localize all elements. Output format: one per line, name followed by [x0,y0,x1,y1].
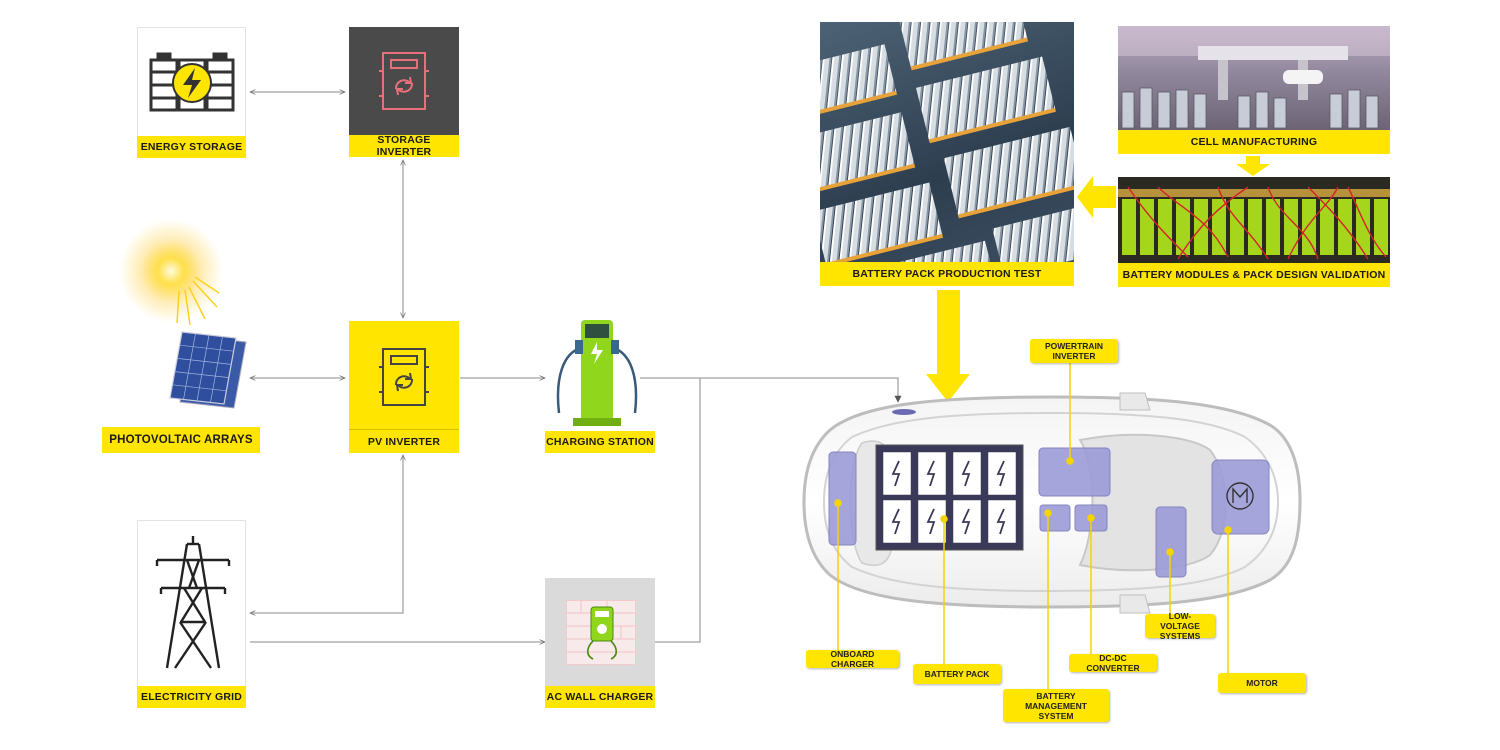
energy-storage-label: ENERGY STORAGE [137,136,246,158]
ac-wall-charger-card: AC WALL CHARGER [545,578,655,708]
sun-icon [119,219,223,326]
storage-inverter-label: STORAGE INVERTER [349,134,459,158]
battery-pack-production-photo [820,22,1074,262]
motor-icon [1226,482,1254,510]
pv-inverter-label: PV INVERTER [349,430,459,453]
battery-management-system-callout: BATTERY MANAGEMENT SYSTEM [1003,689,1109,722]
ev-charger-icon [556,320,638,426]
onboard-charger-block [828,451,857,546]
energy-storage-card: ENERGY STORAGE [137,27,246,158]
onboard-charger-callout: ONBOARD CHARGER [806,649,899,669]
bms-block [1039,504,1071,532]
cell-manufacturing-label: CELL MANUFACTURING [1118,130,1390,154]
battery-pack-callout: BATTERY PACK [913,664,1001,684]
inverter-icon [379,348,429,406]
vehicle-components [828,444,1270,578]
low-voltage-systems-block [1155,506,1187,578]
low-voltage-systems-callout: LOW-VOLTAGE SYSTEMS [1145,611,1215,641]
charging-station-label: CHARGING STATION [545,431,655,453]
photovoltaic-arrays-label: PHOTOVOLTAIC ARRAYS [102,427,260,453]
wall-charger-icon [567,601,635,660]
motor-callout: MOTOR [1218,673,1306,693]
solar-panel-icon [169,331,247,409]
battery-modules-photo [1118,177,1390,263]
dc-dc-converter-callout: DC-DC CONVERTER [1069,653,1157,673]
transmission-tower-icon [155,536,231,669]
battery-pack-production-test-label: BATTERY PACK PRODUCTION TEST [820,262,1074,286]
powertrain-inverter-callout: POWERTRAIN INVERTER [1030,339,1118,363]
electricity-grid-card: ELECTRICITY GRID [137,520,246,708]
inverter-icon [379,52,429,110]
battery-modules-validation-label: BATTERY MODULES & PACK DESIGN VALIDATION [1118,263,1390,287]
wall-charger-panel [566,600,636,665]
dc-dc-converter-block [1074,504,1108,532]
storage-inverter-card: STORAGE INVERTER [349,27,459,158]
pv-inverter-card: PV INVERTER [349,321,459,453]
ac-wall-charger-label: AC WALL CHARGER [545,686,655,708]
cell-manufacturing-photo [1118,26,1390,130]
electricity-grid-label: ELECTRICITY GRID [137,686,246,708]
battery-bolt-icon [149,52,235,112]
powertrain-inverter-block [1038,447,1111,497]
